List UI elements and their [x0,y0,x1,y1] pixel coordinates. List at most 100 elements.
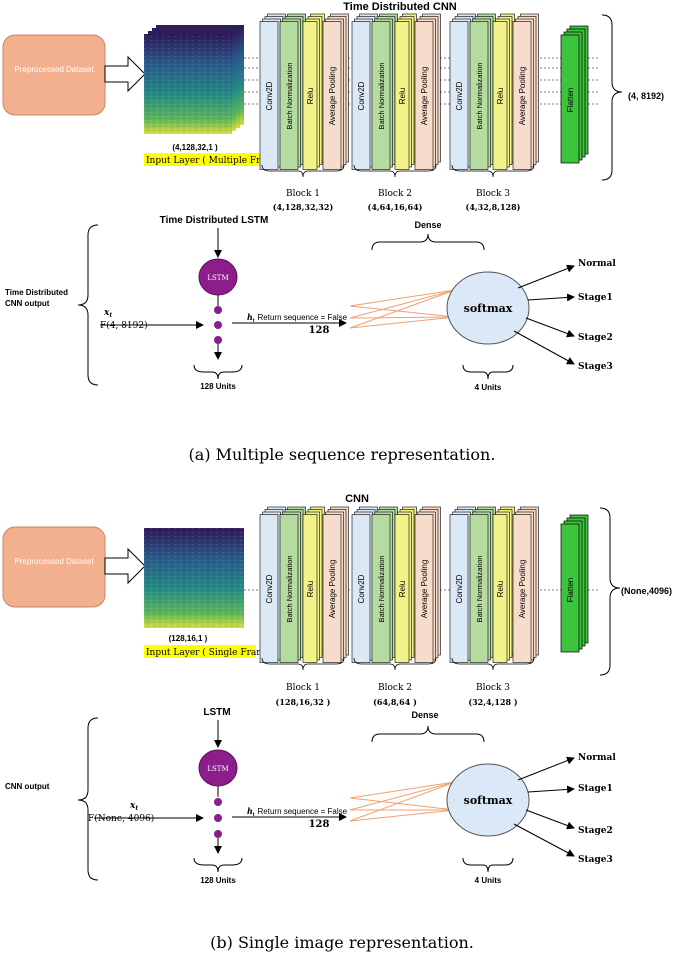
input-label: Input Layer ( Single Frame ) [146,647,277,658]
block-brace [353,657,437,671]
average-pooling-layer-label: Average Pooling [328,67,337,126]
dense-label: Dense [414,220,441,230]
flatten-brace [601,14,623,181]
conv2d-layer-label: Conv2D [455,574,464,603]
conv2d-layer-label: Conv2D [265,574,274,603]
output-stage2: Stage2 [578,333,613,343]
spectrogram-stack [144,25,244,134]
lstm-units-brace [193,857,243,873]
average-pooling-layer: Average Pooling [322,13,349,170]
conv2d-layer: Conv2D [449,506,476,663]
flatten-stack [560,514,589,653]
block-name: Block 1 [286,683,320,693]
batch-normalization-layer-label: Batch Normalization [285,555,294,622]
batch-normalization-layer-label: Batch Normalization [377,555,386,622]
relu-layer: Relu [394,13,417,170]
lstm-unit-1 [214,306,222,314]
flatten-brace [599,507,621,676]
relu-layer: Relu [492,506,515,663]
softmax-label: softmax [464,302,513,315]
preprocessed-dataset-box [2,526,106,608]
average-pooling-layer-label: Average Pooling [328,560,337,619]
flatten-shape: (None,4096) [621,586,672,596]
average-pooling-layer: Average Pooling [512,13,539,170]
panel-b: CNN Preprocessed Dataset (128,16,1 ) Inp… [2,493,672,952]
batch-normalization-layer-label: Batch Normalization [285,62,294,129]
h-value: 128 [309,325,330,336]
output-arrows [513,756,575,857]
block-brace [353,164,437,178]
preprocessed-dataset-label: Preprocessed Dataset [14,557,94,566]
dense-brace [371,725,485,743]
dense-connections [349,289,456,329]
average-pooling-layer-label: Average Pooling [518,67,527,126]
relu-layer-label: Relu [398,88,407,104]
lstm-unit-2 [214,814,222,822]
batch-normalization-layer-label: Batch Normalization [475,62,484,129]
lstm-node-label: LSTM [207,274,228,282]
preprocessed-dataset-label: Preprocessed Dataset [14,65,94,74]
lstm-unit-3 [214,336,222,344]
batch-normalization-layer: Batch Normalization [279,506,306,663]
softmax-units-brace [462,364,514,380]
batch-normalization-layer: Batch Normalization [469,506,496,663]
block-name: Block 3 [476,189,510,199]
flatten-label: Flatten [566,88,575,112]
relu-layer-label: Relu [398,581,407,597]
softmax-units-brace [462,857,514,873]
dense-brace [371,233,485,251]
block-brace [451,657,535,671]
relu-layer: Relu [302,506,325,663]
softmax-units: 4 Units [475,383,502,392]
cnn-output-brace [77,224,99,386]
lstm-node-label: LSTM [207,765,228,773]
batch-normalization-layer: Batch Normalization [371,506,398,663]
block-output-shape: (128,16,32 ) [276,697,331,707]
output-stage2: Stage2 [578,826,613,836]
relu-layer: Relu [302,13,325,170]
lstm-title: LSTM [203,707,230,718]
lstm-units-label: 128 Units [200,876,236,885]
panel-a-title: Time Distributed CNN [343,1,457,13]
softmax-node [446,271,530,345]
conv2d-layer-label: Conv2D [265,81,274,110]
block-output-shape: (4,64,16,64) [368,202,423,212]
lstm-units-brace [193,364,243,380]
caption-a: (a) Multiple sequence representation. [189,445,496,464]
batch-normalization-layer-label: Batch Normalization [475,555,484,622]
x-t-label: xt [129,801,138,812]
conv2d-layer-label: Conv2D [357,81,366,110]
panel-b-title: CNN [345,493,369,505]
cnn-blocks: Conv2D Batch Normalization Relu Average Poo… [259,13,539,212]
softmax-node [446,763,530,837]
output-stage1: Stage1 [578,293,613,303]
flatten-stack [560,25,589,164]
x-t-label: xt [103,308,112,319]
average-pooling-layer: Average Pooling [512,506,539,663]
cnn-output-line1: Time Distributed [5,288,68,297]
lstm-unit-3 [214,830,222,838]
cnn-output-brace [77,717,99,881]
input-shape: (128,16,1 ) [169,634,208,643]
input-shape: (4,128,32,1 ) [172,143,218,152]
flatten-label: Flatten [566,578,575,602]
block-brace [261,657,345,671]
lstm-units-label: 128 Units [200,382,236,391]
lstm-title: Time Distributed LSTM [160,215,269,226]
relu-layer-label: Relu [306,88,315,104]
batch-normalization-layer-label: Batch Normalization [377,62,386,129]
input-label-highlight [144,153,262,166]
output-arrows [513,264,575,365]
input-label: Input Layer ( Multiple Frames ) [146,155,291,166]
softmax-units: 4 Units [475,876,502,885]
cnn-output-line2: CNN output [5,299,50,308]
panel-a: Time Distributed CNN Preprocessed Datase… [2,1,664,464]
output-stage3: Stage3 [578,855,613,865]
output-stage3: Stage3 [578,362,613,372]
dense-label: Dense [411,710,438,720]
